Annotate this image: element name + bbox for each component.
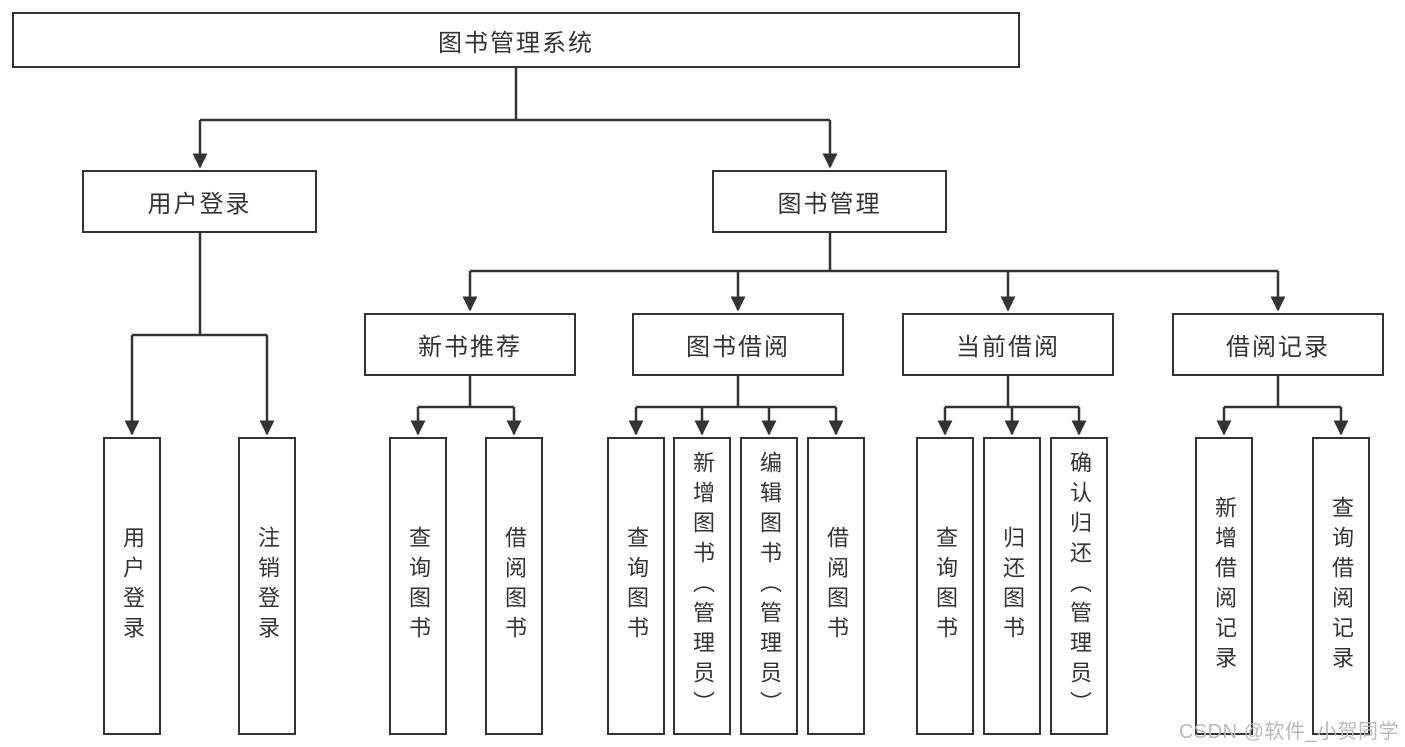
node-user-login: 用户登录 bbox=[82, 170, 317, 233]
connector-current-borrowing bbox=[945, 376, 1079, 409]
node-label: 新增借阅记录 bbox=[1212, 496, 1237, 676]
node-label: 新书推荐 bbox=[418, 334, 522, 361]
node-label: 新增图书（管理员） bbox=[690, 451, 715, 721]
node-label: 查询图书 bbox=[624, 526, 649, 646]
node-label: 图书借阅 bbox=[686, 334, 790, 361]
node-label: 借阅记录 bbox=[1226, 334, 1330, 361]
csdn-watermark: CSDN @软件_小贺同学 bbox=[1178, 721, 1399, 743]
leaf-query-books-current: 查询图书 bbox=[916, 437, 974, 735]
node-book-management-system: 图书管理系统 bbox=[12, 12, 1020, 68]
leaf-logout: 注销登录 bbox=[238, 437, 296, 735]
node-label: 当前借阅 bbox=[956, 334, 1060, 361]
node-label: 查询图书 bbox=[933, 526, 958, 646]
leaf-confirm-return-admin: 确认归还（管理员） bbox=[1050, 437, 1108, 735]
node-label: 用户登录 bbox=[147, 191, 252, 218]
node-label: 借阅图书 bbox=[824, 526, 849, 646]
leaf-borrow-books-recommend: 借阅图书 bbox=[485, 437, 543, 735]
node-label: 图书管理 bbox=[777, 191, 882, 218]
leaf-edit-book-admin: 编辑图书（管理员） bbox=[740, 437, 798, 735]
leaf-query-books-borrowing: 查询图书 bbox=[607, 437, 665, 735]
node-label: 查询借阅记录 bbox=[1329, 496, 1354, 676]
connector-root bbox=[200, 68, 830, 122]
leaf-borrow-books-borrowing: 借阅图书 bbox=[807, 437, 865, 735]
leaf-user-login: 用户登录 bbox=[103, 437, 161, 735]
connector-new-book-recommend bbox=[418, 376, 514, 409]
node-label: 归还图书 bbox=[1000, 526, 1025, 646]
leaf-add-book-admin: 新增图书（管理员） bbox=[673, 437, 731, 735]
connector-borrowing-records bbox=[1224, 376, 1341, 409]
connector-book-management bbox=[470, 233, 1278, 273]
leaf-query-books-recommend: 查询图书 bbox=[389, 437, 447, 735]
node-label: 图书管理系统 bbox=[438, 29, 594, 57]
connector-user-login bbox=[132, 233, 267, 337]
node-borrowing-records: 借阅记录 bbox=[1172, 313, 1384, 376]
leaf-query-borrow-record: 查询借阅记录 bbox=[1312, 437, 1370, 735]
node-label: 借阅图书 bbox=[502, 526, 527, 646]
leaf-add-borrow-record: 新增借阅记录 bbox=[1195, 437, 1253, 735]
node-label: 编辑图书（管理员） bbox=[757, 451, 782, 721]
node-label: 确认归还（管理员） bbox=[1067, 451, 1092, 721]
node-new-book-recommend: 新书推荐 bbox=[364, 313, 576, 376]
node-current-borrowing: 当前借阅 bbox=[902, 313, 1114, 376]
node-book-borrowing: 图书借阅 bbox=[632, 313, 844, 376]
node-label: 注销登录 bbox=[255, 526, 280, 646]
node-label: 查询图书 bbox=[406, 526, 431, 646]
node-book-management: 图书管理 bbox=[712, 170, 947, 233]
leaf-return-books: 归还图书 bbox=[983, 437, 1041, 735]
node-label: 用户登录 bbox=[120, 526, 145, 646]
connector-book-borrowing bbox=[636, 376, 836, 409]
